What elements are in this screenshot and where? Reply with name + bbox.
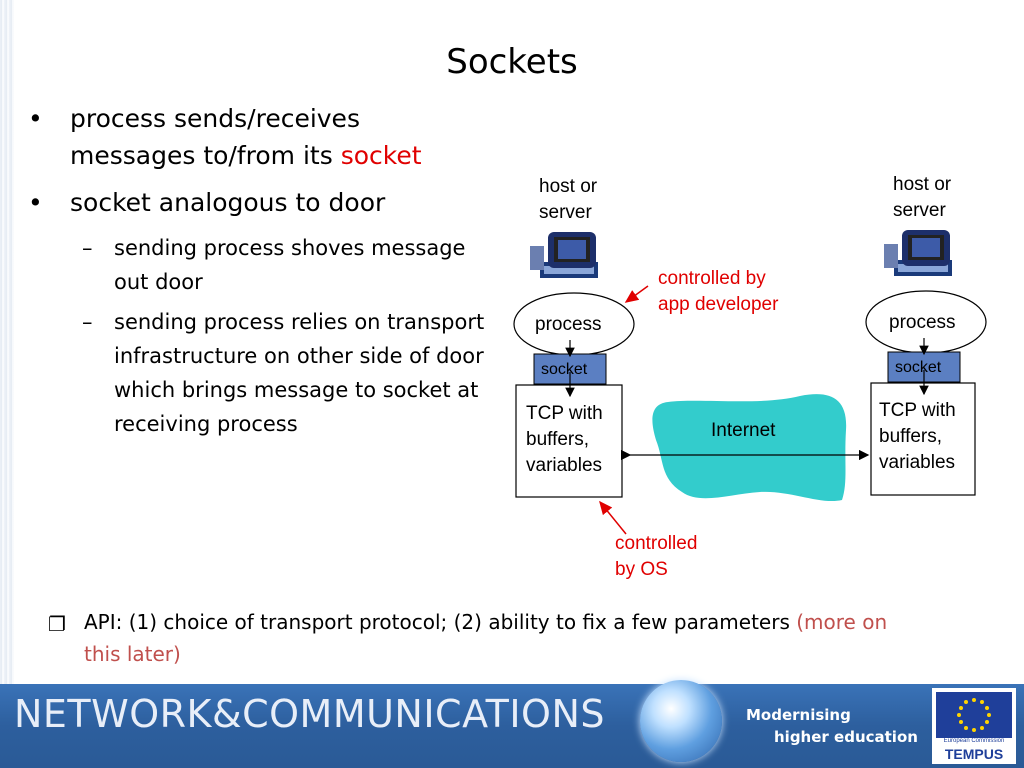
sub-bullet-1: – sending process shoves message out doo…: [26, 231, 536, 299]
tempus-logo: European Commission TEMPUS: [932, 688, 1016, 764]
bullet-dot: •: [28, 104, 43, 133]
socket-diagram: [513, 230, 987, 535]
bullet-1-line1: process sends/receives: [70, 104, 360, 133]
globe-logo-icon: [640, 680, 722, 762]
os-pointer: [599, 500, 627, 535]
api-note-text: API: (1) choice of transport protocol; (…: [84, 606, 928, 670]
eu-flag-icon: [936, 692, 1012, 738]
app-developer-pointer: [624, 285, 649, 303]
right-process-label: process: [889, 312, 956, 333]
app-developer-note-line2: app developer: [658, 294, 779, 315]
left-host-label-line2: server: [539, 202, 592, 223]
api-note-main: API: (1) choice of transport protocol; (…: [84, 610, 797, 634]
sub-bullet-1-line2: out door: [114, 270, 203, 294]
modernising-line2: higher education: [774, 728, 918, 746]
left-edge-decoration: [0, 0, 14, 685]
bullet-2-text: socket analogous to door: [70, 188, 386, 217]
right-tcp-line1: TCP with: [879, 400, 956, 421]
left-tcp-line2: buffers,: [526, 429, 590, 450]
sub-bullet-2-line3: which brings message to socket at: [114, 378, 479, 402]
os-note-line1: controlled: [615, 533, 698, 554]
bullet-1-line2: messages to/from its: [70, 141, 341, 170]
left-tcp-line1: TCP with: [526, 403, 603, 424]
right-host-label: host or server: [893, 172, 951, 224]
sub-bullet-2: – sending process relies on transport in…: [26, 305, 536, 441]
app-developer-note-line1: controlled by: [658, 268, 766, 289]
api-note-red: (more on: [796, 610, 888, 634]
bullet-list: • process sends/receives messages to/fro…: [26, 100, 536, 447]
right-host-label-line2: server: [893, 200, 946, 221]
left-tcp-box: [515, 384, 623, 498]
sub-bullet-dash: –: [82, 236, 93, 260]
sub-bullet-2-line4: receiving process: [114, 412, 298, 436]
right-host-label-line1: host or: [893, 174, 952, 195]
socket-highlight: socket: [340, 141, 422, 170]
modernising-text: Modernising higher education: [746, 704, 918, 748]
left-tcp-line3: variables: [526, 455, 603, 476]
internet-label: Internet: [711, 420, 776, 441]
api-note: ❐ API: (1) choice of transport protocol;…: [48, 606, 928, 670]
bullet-1: • process sends/receives messages to/fro…: [26, 100, 536, 174]
footer-banner: [0, 684, 1024, 768]
internet-cloud: [652, 394, 847, 502]
checkbox-bullet-icon: ❐: [48, 612, 66, 636]
right-socket-label: socket: [895, 359, 942, 376]
sub-bullet-dash: –: [82, 310, 93, 334]
right-tcp-line2: buffers,: [879, 426, 943, 447]
sub-bullet-2-line1: sending process relies on transport: [114, 310, 485, 334]
right-tcp-label: TCP with buffers, variables: [879, 398, 956, 476]
left-tcp-label: TCP with buffers, variables: [526, 401, 603, 479]
eu-caption-small: European Commission: [943, 738, 1005, 744]
left-computer-icon: [530, 232, 598, 278]
right-computer-icon: [884, 230, 952, 276]
left-socket-label: socket: [541, 361, 588, 378]
modernising-line1: Modernising: [746, 706, 851, 724]
bullet-dot: •: [28, 188, 43, 217]
left-host-label-line1: host or: [539, 176, 598, 197]
tempus-text: TEMPUS: [944, 746, 1004, 762]
api-note-red-line2: this later): [84, 642, 181, 666]
bullet-2: • socket analogous to door: [26, 184, 536, 221]
sub-bullet-2-line2: infrastructure on other side of door: [114, 344, 484, 368]
right-tcp-line3: variables: [879, 452, 956, 473]
footer-title: NETWORK&COMMUNICATIONS: [14, 692, 606, 736]
os-note-line2: by OS: [615, 559, 668, 580]
left-process-label: process: [535, 314, 602, 335]
sub-bullet-1-line1: sending process shoves message: [114, 236, 466, 260]
os-note: controlled by OS: [615, 531, 697, 583]
left-host-label: host or server: [539, 174, 597, 226]
right-tcp-box: [870, 382, 976, 496]
slide-title: Sockets: [446, 42, 578, 82]
app-developer-note: controlled by app developer: [658, 266, 778, 318]
